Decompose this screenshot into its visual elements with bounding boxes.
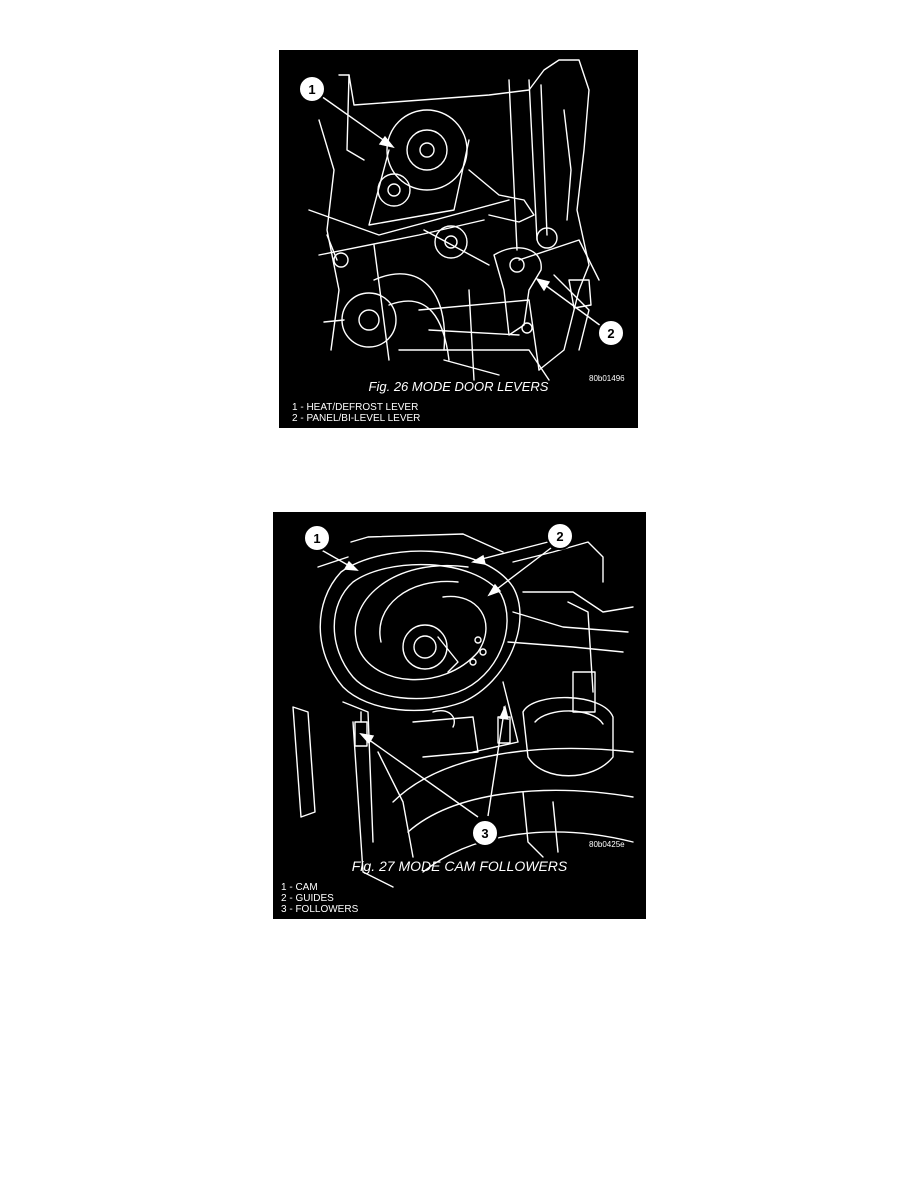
callout-2: 2 [597,319,625,347]
svg-text:2: 2 [556,529,563,544]
legend-item: 3 - FOLLOWERS [281,904,359,915]
svg-text:1: 1 [313,531,320,546]
callout-1: 1 [298,75,326,103]
figure-legend: 1 - CAM 2 - GUIDES 3 - FOLLOWERS [281,882,358,915]
figure-27-mode-cam-followers: 1 2 3 80b0425e Fig. 27 MODE CAM FOLLOWER… [273,512,646,919]
svg-text:1: 1 [308,82,315,97]
svg-text:3: 3 [481,826,488,841]
figure-26-mode-door-levers: 1 2 80b01496 Fig. 26 MODE DOOR LEVERS 1 … [279,50,638,428]
figure-caption: Fig. 26 MODE DOOR LEVERS [368,379,549,394]
figure-legend: 1 - HEAT/DEFROST LEVER 2 - PANEL/BI-LEVE… [292,402,420,424]
figure-caption: Fig. 27 MODE CAM FOLLOWERS [351,858,568,874]
mode-cam-followers-illustration: 1 2 3 [292,522,634,888]
figure-code: 80b01496 [589,374,625,383]
figure-code: 80b0425e [589,840,625,849]
legend-item: 1 - HEAT/DEFROST LEVER [292,402,419,413]
legend-item: 2 - GUIDES [281,893,334,904]
svg-text:2: 2 [607,326,614,341]
mode-door-levers-illustration: 1 2 [298,59,625,381]
callout-3: 3 [471,819,499,847]
callout-2: 2 [546,522,574,550]
legend-item: 1 - CAM [281,882,318,893]
callout-1: 1 [303,524,331,552]
legend-item: 2 - PANEL/BI-LEVEL LEVER [292,413,421,424]
